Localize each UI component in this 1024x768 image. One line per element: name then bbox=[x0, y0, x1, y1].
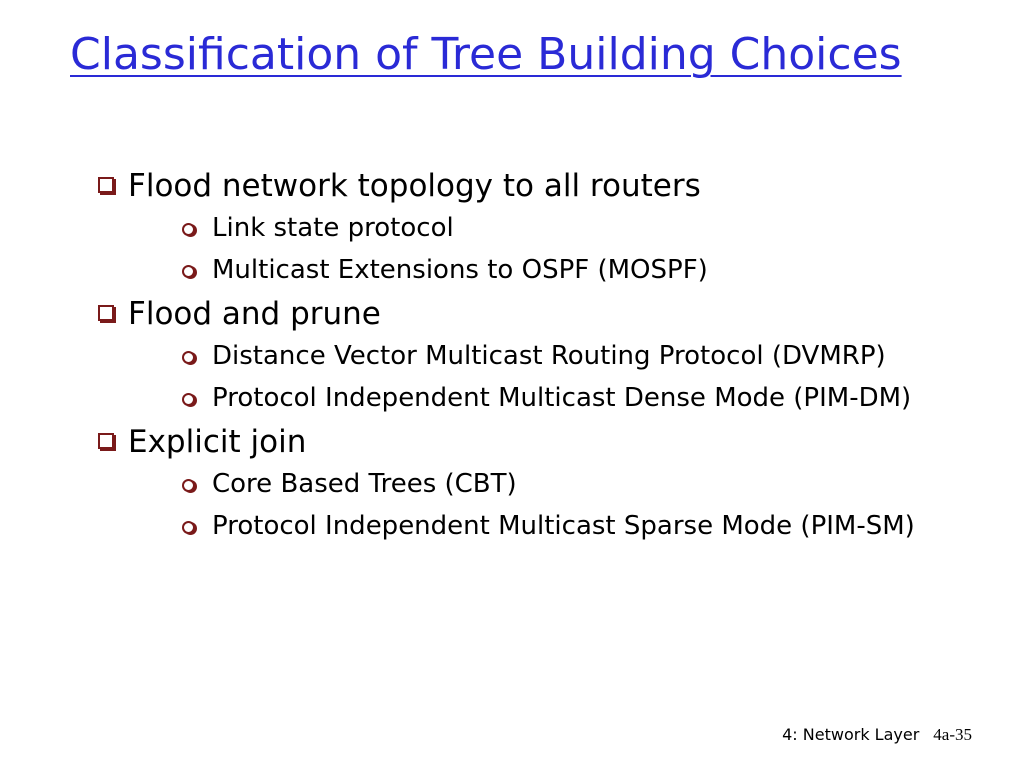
sub-bullet-item: Core Based Trees (CBT) bbox=[172, 468, 968, 500]
circle-bullet-icon bbox=[182, 351, 195, 364]
square-bullet-icon bbox=[98, 433, 114, 449]
sub-bullet-item: Multicast Extensions to OSPF (MOSPF) bbox=[172, 254, 968, 286]
bullet-item: Explicit join Core Based Trees (CBT) Pro… bbox=[88, 422, 968, 542]
circle-bullet-icon bbox=[182, 479, 195, 492]
sub-bullet-list: Core Based Trees (CBT) Protocol Independ… bbox=[128, 468, 968, 542]
sub-bullet-item: Protocol Independent Multicast Sparse Mo… bbox=[172, 510, 968, 542]
bullet-text: Flood network topology to all routers bbox=[128, 168, 701, 204]
sub-bullet-text: Multicast Extensions to OSPF (MOSPF) bbox=[212, 255, 708, 285]
sub-bullet-text: Link state protocol bbox=[212, 213, 454, 243]
bullet-text: Flood and prune bbox=[128, 296, 381, 332]
circle-bullet-icon bbox=[182, 393, 195, 406]
sub-bullet-text: Distance Vector Multicast Routing Protoc… bbox=[212, 341, 886, 371]
slide-title: Classification of Tree Building Choices bbox=[70, 29, 902, 80]
sub-bullet-text: Protocol Independent Multicast Dense Mod… bbox=[212, 383, 912, 413]
bullet-item: Flood and prune Distance Vector Multicas… bbox=[88, 294, 968, 414]
circle-bullet-icon bbox=[182, 265, 195, 278]
page-number: 4a-35 bbox=[933, 725, 972, 744]
bullet-item: Flood network topology to all routers Li… bbox=[88, 166, 968, 286]
square-bullet-icon bbox=[98, 305, 114, 321]
sub-bullet-text: Protocol Independent Multicast Sparse Mo… bbox=[212, 511, 915, 541]
footer-label: 4: Network Layer bbox=[782, 725, 920, 744]
sub-bullet-list: Distance Vector Multicast Routing Protoc… bbox=[128, 340, 968, 414]
sub-bullet-item: Link state protocol bbox=[172, 212, 968, 244]
circle-bullet-icon bbox=[182, 521, 195, 534]
slide-footer: 4: Network Layer 4a-35 bbox=[782, 724, 972, 746]
sub-bullet-text: Core Based Trees (CBT) bbox=[212, 469, 517, 499]
square-bullet-icon bbox=[98, 177, 114, 193]
circle-bullet-icon bbox=[182, 223, 195, 236]
sub-bullet-item: Protocol Independent Multicast Dense Mod… bbox=[172, 382, 968, 414]
bullet-text: Explicit join bbox=[128, 424, 307, 460]
sub-bullet-item: Distance Vector Multicast Routing Protoc… bbox=[172, 340, 968, 372]
sub-bullet-list: Link state protocol Multicast Extensions… bbox=[128, 212, 968, 286]
bullet-list: Flood network topology to all routers Li… bbox=[88, 166, 968, 542]
